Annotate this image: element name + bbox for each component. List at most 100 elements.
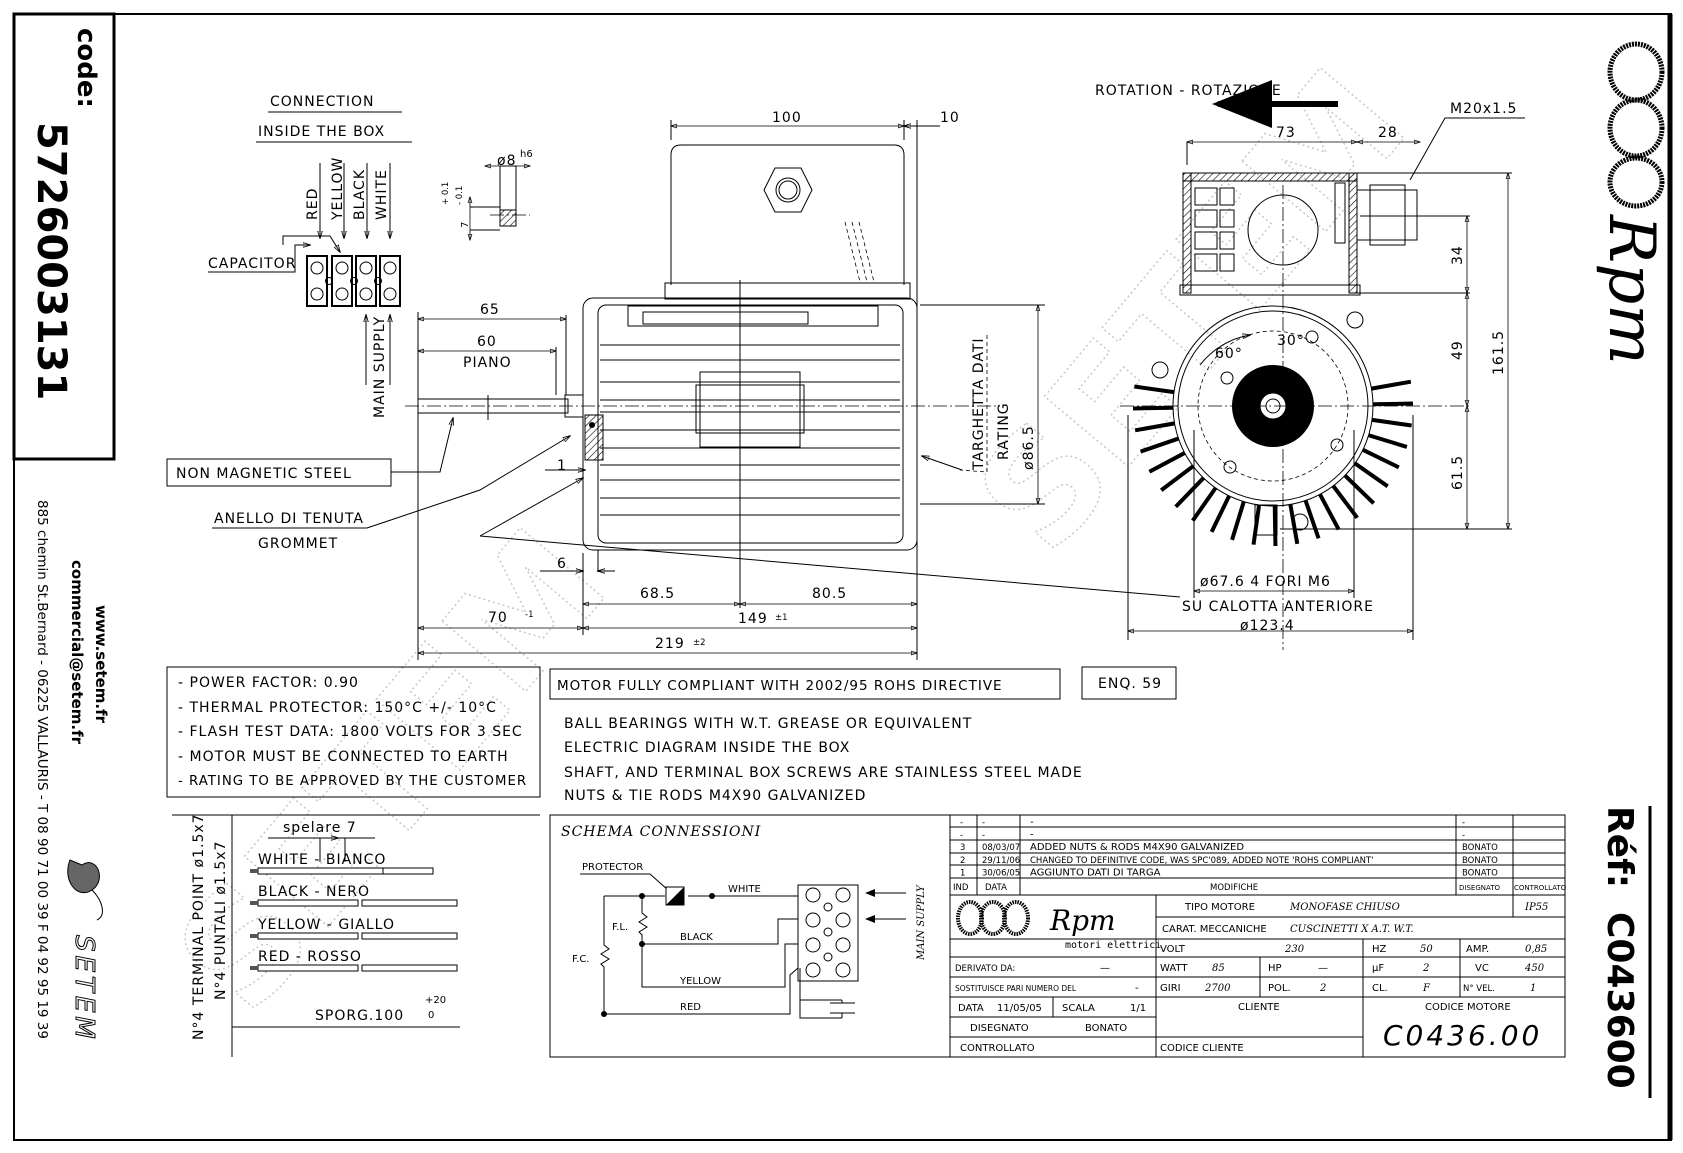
code-label: code: <box>71 28 101 108</box>
dim-body: 149 <box>738 611 768 627</box>
dim-rear: 80.5 <box>812 586 847 602</box>
key-length: 7 <box>460 222 471 228</box>
key-tol-minus: - 0.1 <box>455 186 465 205</box>
protector-icon <box>665 886 685 906</box>
revision-drawn: - <box>1462 831 1465 841</box>
volt-value: 230 <box>1284 944 1305 955</box>
cooling-fin <box>1230 501 1246 541</box>
vel-label: N° VEL. <box>1463 984 1495 994</box>
cooling-fins <box>1132 379 1414 547</box>
wire-yellow: YELLOW <box>679 976 721 987</box>
revision-date: 08/03/07 <box>982 843 1020 853</box>
plate-label-2: RATING <box>996 402 1012 460</box>
dim-body-tol: ±1 <box>775 613 788 623</box>
tipo-label: TIPO MOTORE <box>1184 902 1255 913</box>
revision-change: - <box>1030 817 1034 828</box>
key-tol-plus: + 0.1 <box>441 182 451 205</box>
lead-wire: WHITE - BIANCO <box>250 852 434 875</box>
revision-drawn: BONATO <box>1462 843 1498 853</box>
label-non-magnetic-steel: NON MAGNETIC STEEL <box>176 466 352 482</box>
giri-value: 2700 <box>1204 983 1231 994</box>
revision-ind: - <box>960 818 963 828</box>
giri-label: GIRI <box>1160 983 1181 994</box>
note-2-item: NUTS & TIE RODS M4X90 GALVANIZED <box>564 788 866 804</box>
revision-drawn: - <box>1462 818 1465 828</box>
revision-ind: 2 <box>960 856 965 866</box>
lead-wire-label: YELLOW - GIALLO <box>257 917 395 933</box>
cooling-fin <box>1251 504 1262 545</box>
dim-73: 73 <box>1276 125 1296 141</box>
wire-label-red: RED <box>305 188 321 220</box>
hz-label: HZ <box>1372 944 1387 955</box>
data-label: DATA <box>958 1003 984 1014</box>
uf-label: µF <box>1372 963 1384 974</box>
dim-6: 6 <box>557 556 567 572</box>
revision-ind: 3 <box>960 843 965 853</box>
code-box <box>12 12 116 461</box>
cliente-label: CLIENTE <box>1238 1002 1280 1013</box>
dim-total: 219 <box>655 636 685 652</box>
dim-161: 161.5 <box>1491 330 1507 375</box>
volt-label: VOLT <box>1160 944 1186 955</box>
tipo-value: MONOFASE CHIUSO <box>1289 902 1400 913</box>
pol-value: 2 <box>1319 983 1326 994</box>
dim-61: 61.5 <box>1450 455 1466 490</box>
amp-label: AMP. <box>1466 944 1489 955</box>
hz-value: 50 <box>1420 944 1433 955</box>
vc-label: VC <box>1475 963 1489 974</box>
address-text: 885 chemin St.Bernard - 06225 VALLAURIS … <box>34 500 50 1039</box>
cooling-fin <box>1191 486 1218 522</box>
strip-length: spelare 7 <box>283 820 357 836</box>
revision-change: - <box>1030 830 1034 841</box>
header-ind: IND <box>953 883 969 893</box>
right-strip: Rpm Réf: C043600 <box>1594 41 1668 1098</box>
cooling-fin <box>1272 505 1278 547</box>
revision-ind: 1 <box>960 868 965 878</box>
dim-shaft-tol: -1 <box>525 610 533 620</box>
ref-number: C043600 <box>1599 912 1640 1089</box>
lead-wire: YELLOW - GIALLO <box>250 917 458 940</box>
note-item: - RATING TO BE APPROVED BY THE CUSTOMER <box>178 774 527 789</box>
lead-wire: BLACK - NERO <box>250 884 458 907</box>
cooling-fin <box>1353 461 1389 488</box>
shaft-fit: h6 <box>520 149 533 160</box>
protector-label: PROTECTOR <box>582 862 643 873</box>
motor-end-view: ROTATION - ROTAZIONE 73 28 M20x1.5 <box>1095 80 1525 650</box>
note-2-item: SHAFT, AND TERMINAL BOX SCREWS ARE STAIN… <box>564 765 1083 781</box>
wire-red: RED <box>680 1002 701 1013</box>
website-link[interactable]: www.setem.fr <box>92 605 110 724</box>
cooling-fin <box>1209 495 1231 533</box>
motor-side-view: 100 10 65 60 PIANO ø86.5 TARGHETTA DATI … <box>166 110 1181 660</box>
revision-drawn: BONATO <box>1462 856 1498 866</box>
connection-inside-box: CONNECTION INSIDE THE BOX RED YELLOW BLA… <box>208 94 412 418</box>
terminal-it-label: N°4 PUNTALI ø1.5x7 <box>213 841 229 1000</box>
header-change: MODIFICHE <box>1210 883 1258 893</box>
disegnato-label: DISEGNATO <box>970 1023 1029 1034</box>
lead-wire-label: BLACK - NERO <box>258 884 370 900</box>
main-supply-label: MAIN SUPPLY <box>372 316 388 418</box>
fc-label: F.C. <box>572 954 590 965</box>
tb-logo-text: Rpm <box>1049 904 1116 937</box>
pol-label: POL. <box>1268 983 1291 994</box>
rotation-label: ROTATION - ROTAZIONE <box>1095 83 1282 99</box>
wiring-schema: SCHEMA CONNESSIONI PROTECTOR WHITE F.L. … <box>549 814 951 1058</box>
fl-label: F.L. <box>612 922 628 933</box>
derivato-label: DERIVATO DA: <box>955 964 1015 974</box>
amp-value: 0,85 <box>1525 944 1547 955</box>
cooling-fin <box>1343 474 1376 505</box>
schema-main-supply: MAIN SUPPLY <box>916 884 927 961</box>
codice-motore-value: C0436.00 <box>1383 1019 1542 1052</box>
cooling-fin <box>1134 421 1175 433</box>
hp-label: HP <box>1268 963 1282 974</box>
dim-49: 49 <box>1450 340 1466 360</box>
vel-value: 1 <box>1530 983 1536 994</box>
rohs-box <box>549 668 1061 700</box>
dim-box-offset: 10 <box>940 110 960 126</box>
tb-logo-sub: motori elettrici <box>1065 940 1161 951</box>
cooling-fin <box>1318 493 1341 531</box>
cooling-fin <box>1372 401 1414 407</box>
email-link[interactable]: commercial@setem.fr <box>68 560 86 745</box>
